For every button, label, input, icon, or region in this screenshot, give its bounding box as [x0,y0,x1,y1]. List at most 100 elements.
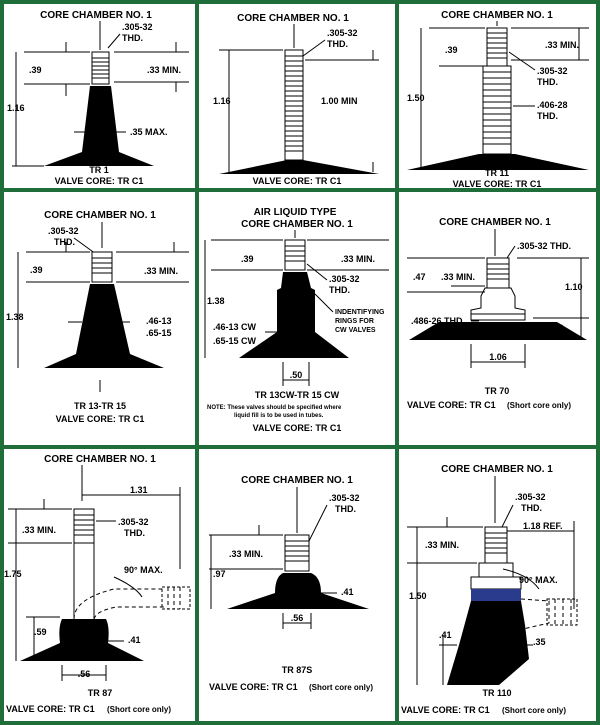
model-label: TR 4 [287,164,307,174]
thread-label: .305-32 [48,226,79,236]
model-label: TR 87S [282,665,313,675]
tr110-diagram: CORE CHAMBER NO. 1 .305-32 THD. 1.18 REF… [401,464,578,715]
thd-label: THD. [329,285,350,295]
dim-d: .46-13 [146,316,172,326]
thread-label: .305-32 [327,28,358,38]
rings-label-1: INDENTIFYING [335,309,385,316]
dim-a: .39 [445,45,458,55]
cell-tr110: CORE CHAMBER NO. 1 .305-32 THD. 1.18 REF… [399,449,596,721]
cell-tr4: CORE CHAMBER NO. 1 .305-32 THD. 1.16 1.0… [199,4,395,188]
core-chamber-label: CORE CHAMBER NO. 1 [439,217,551,228]
model-label: TR 87 [88,688,113,698]
tr13cw-diagram: AIR LIQUID TYPE CORE CHAMBER NO. 1 .39 .… [204,207,389,433]
dim-b: .33 MIN. [341,254,375,264]
model-label: TR 11 [485,168,509,178]
thd-label: THD. [124,528,145,538]
tr11-diagram: CORE CHAMBER NO. 1 .39 .33 MIN. .305-32 … [407,10,589,188]
dim-c: 1.38 [6,312,24,322]
dim-c: 1.16 [7,103,25,113]
thd-label: THD. [335,504,356,514]
thread-label: .305-32 [537,66,568,76]
thread-label: .305-32 [122,22,153,32]
dim-b: .33 MIN. [147,65,181,75]
dim-a: .39 [241,254,254,264]
cw-dim-2: .65-15 CW [213,336,257,346]
dim-d: .56 [291,613,304,623]
tr87s-diagram: CORE CHAMBER NO. 1 .305-32 THD. .33 MIN.… [209,475,373,692]
dim-c: 1.10 [565,282,583,292]
tr87-diagram: CORE CHAMBER NO. 1 1.31 90° MAX. .33 MIN… [4,454,191,714]
rings-label-3: CW VALVES [335,327,376,334]
dim-b: .33 MIN. [144,266,178,276]
dim-e: .35 [533,637,546,647]
thread2-label: .406-28 [537,100,568,110]
valve-core-label: VALVE CORE: TR C1 [55,176,144,186]
thread-label: .305-32 [329,493,360,503]
dim-a: .39 [29,65,42,75]
valve-core-label: VALVE CORE: TR C1 [407,400,496,410]
thd-label: THD. [54,237,75,247]
short-core-label: (Short core only) [507,401,571,410]
valve-core-label: VALVE CORE: TR C1 [6,704,95,714]
thd-label: THD. [122,33,143,43]
dim-b: .33 MIN. [22,525,56,535]
valve-core-label: VALVE CORE: TR C1 [453,179,542,188]
model-label: TR 13-TR 15 [74,401,126,411]
dim-f: .56 [78,669,91,679]
model-label: TR 1 [89,165,109,175]
thd2-label: THD. [537,111,558,121]
rings-label-2: RINGS FOR [335,318,374,325]
dim-d: .59 [34,627,47,637]
thread-label: .305-32 [329,274,360,284]
dim-d: .22 [551,323,564,333]
thread2-label: .486-26 THD. [411,316,465,326]
dim-b: 1.00 MIN [321,96,358,106]
dim-d: .50 [290,370,303,380]
dim-e: .65-15 [146,328,172,338]
core-chamber-label: CORE CHAMBER NO. 1 [241,219,353,230]
dim-d: .35 MAX. [130,127,168,137]
thd-label: THD. [521,503,542,513]
core-chamber-label: CORE CHAMBER NO. 1 [40,10,152,21]
dim-a: .33 MIN. [229,549,263,559]
cell-tr87s: CORE CHAMBER NO. 1 .305-32 THD. .33 MIN.… [199,449,395,721]
tr70-diagram: CORE CHAMBER NO. 1 .305-32 THD. .47 .33 … [407,217,589,410]
thread-label: .305-32 [118,517,149,527]
thread-label: .305-32 [515,492,546,502]
dim-b: .33 MIN. [441,272,475,282]
cell-tr13cw: AIR LIQUID TYPE CORE CHAMBER NO. 1 .39 .… [199,192,395,445]
dim-c: .41 [341,587,354,597]
short-core-label: (Short core only) [107,705,171,714]
tr1-diagram: CORE CHAMBER NO. 1 .305-32 THD. .39 .33 … [7,10,189,186]
note-line-2: liquid fill is to be used in tubes. [234,413,324,419]
dim-c: 1.38 [207,296,225,306]
model-label: TR 70 [485,386,510,396]
cell-tr13: CORE CHAMBER NO. 1 .305-32 THD. .39 .33 … [4,192,195,445]
valve-core-label: VALVE CORE: TR C1 [253,176,342,186]
dim-a: 1.31 [130,485,148,495]
note-line-1: NOTE: These valves should be specified w… [207,405,342,411]
dim-b: .33 MIN. [545,40,579,50]
dim-e: .41 [128,635,141,645]
cw-dim-1: .46-13 CW [213,322,257,332]
core-chamber-label: CORE CHAMBER NO. 1 [237,13,349,24]
core-chamber-label: CORE CHAMBER NO. 1 [441,10,553,21]
tr4-diagram: CORE CHAMBER NO. 1 .305-32 THD. 1.16 1.0… [213,13,379,186]
dim-a: .39 [30,265,43,275]
thd-label: THD. [537,77,558,87]
cell-tr87: CORE CHAMBER NO. 1 1.31 90° MAX. .33 MIN… [4,449,195,721]
dim-b: .97 [213,569,226,579]
tr110-band [471,589,521,601]
tr13-diagram: CORE CHAMBER NO. 1 .305-32 THD. .39 .33 … [6,210,189,424]
angle-label: 90° MAX. [519,575,558,585]
model-label: TR 13CW-TR 15 CW [255,390,340,400]
cell-tr70: CORE CHAMBER NO. 1 .305-32 THD. .47 .33 … [399,192,596,445]
short-core-label: (Short core only) [309,683,373,692]
core-chamber-label: CORE CHAMBER NO. 1 [441,464,553,475]
valve-core-label: VALVE CORE: TR C1 [56,414,145,424]
dim-a: 1.16 [213,96,231,106]
valve-core-label: VALVE CORE: TR C1 [253,423,342,433]
valve-core-label: VALVE CORE: TR C1 [401,705,490,715]
core-chamber-label: CORE CHAMBER NO. 1 [241,475,353,486]
dim-a: 1.18 REF. [523,521,563,531]
